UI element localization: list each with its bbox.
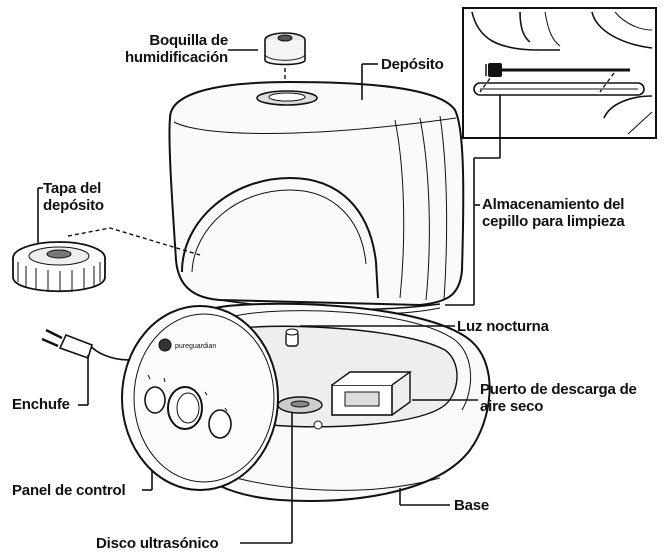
night-light-icon <box>285 328 299 347</box>
control-panel-face: pureguardian <box>121 305 279 491</box>
tank-cap <box>12 227 201 293</box>
label-panel: Panel de control <box>12 482 126 499</box>
label-luz-nocturna: Luz nocturna <box>457 318 549 335</box>
leader-lines <box>37 49 501 544</box>
label-tapa: Tapa del depósito <box>43 180 104 214</box>
label-puerto: Puerto de descarga de aire seco <box>480 381 637 415</box>
brush-storage-inset <box>462 7 657 139</box>
control-knobs <box>144 374 232 439</box>
label-almacenamiento: Almacenamiento del cepillo para limpieza <box>482 196 625 230</box>
label-disco: Disco ultrasónico <box>96 535 219 552</box>
label-enchufe: Enchufe <box>12 396 70 413</box>
brand-text: pureguardian <box>175 343 216 350</box>
label-deposito: Depósito <box>381 56 444 73</box>
label-base: Base <box>454 497 490 514</box>
cleaning-brush-icon <box>485 63 630 77</box>
base-unit <box>189 302 491 502</box>
humidification-nozzle <box>264 32 306 93</box>
power-plug <box>41 328 131 361</box>
water-tank <box>168 80 465 315</box>
label-boquilla: Boquilla de humidificación <box>124 32 228 66</box>
brand-logo-icon <box>158 338 172 352</box>
